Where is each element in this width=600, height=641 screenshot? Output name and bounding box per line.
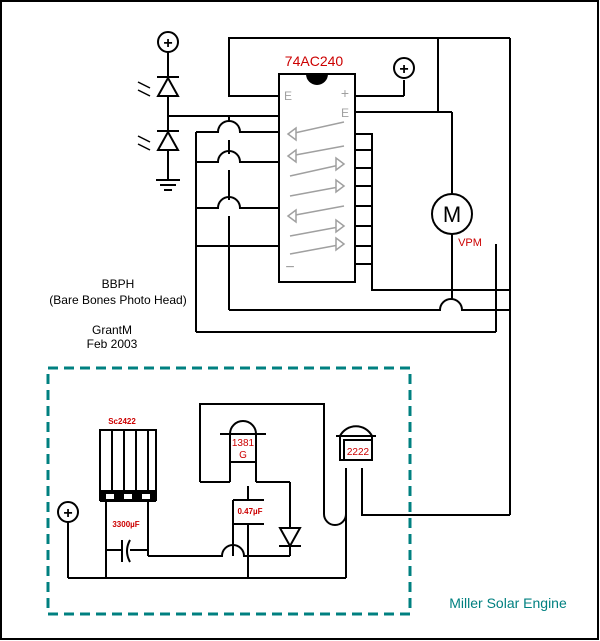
- detector-label-2: G: [239, 450, 247, 461]
- photo-head-input: [137, 52, 218, 191]
- ic-notch: [306, 74, 328, 85]
- solar-cell: Sc2422: [99, 417, 157, 502]
- detector-label-1: 1381: [232, 438, 255, 449]
- note-subtitle: (Bare Bones Photo Head): [49, 293, 186, 307]
- note-title: BBPH: [102, 277, 135, 291]
- motor-label: VPM: [458, 237, 482, 249]
- voltage-detector-1381: 1381 G: [220, 420, 266, 463]
- notes: BBPH (Bare Bones Photo Head) GrantM Feb …: [49, 277, 186, 351]
- ic-body: [278, 73, 356, 283]
- transistor-2222: 2222: [336, 425, 376, 461]
- ic-inverters: [286, 121, 346, 255]
- svg-text:+: +: [399, 61, 408, 78]
- section-title: Miller Solar Engine: [449, 595, 567, 611]
- svg-text:+: +: [63, 505, 72, 522]
- solar-cell-label: Sc2422: [108, 417, 136, 426]
- capacitor-small-label: 0.47µF: [237, 507, 262, 516]
- motor: M VPM: [431, 193, 482, 249]
- ic-74ac240: 74AC240 E + E −: [278, 53, 356, 283]
- ic-enable-left-label: E: [284, 89, 292, 103]
- plus-terminal-top: +: [157, 31, 179, 53]
- ic-gnd-label: −: [285, 259, 294, 276]
- transistor-label: 2222: [347, 447, 370, 458]
- plus-terminal-ic: +: [393, 57, 415, 79]
- ic-enable-right-label: E: [341, 106, 349, 120]
- ic-wiring: [195, 37, 511, 515]
- diode: [278, 527, 302, 549]
- svg-text:+: +: [163, 35, 172, 52]
- solar-engine-box: [46, 366, 412, 616]
- ic-label: 74AC240: [285, 53, 344, 69]
- note-date: Feb 2003: [87, 337, 138, 351]
- note-author: GrantM: [92, 323, 132, 337]
- capacitor-big-label: 3300µF: [112, 520, 139, 529]
- solar-wiring: [67, 403, 510, 579]
- ic-vcc-label: +: [341, 85, 349, 101]
- plus-terminal-solar: +: [57, 501, 79, 523]
- motor-symbol: M: [443, 202, 461, 227]
